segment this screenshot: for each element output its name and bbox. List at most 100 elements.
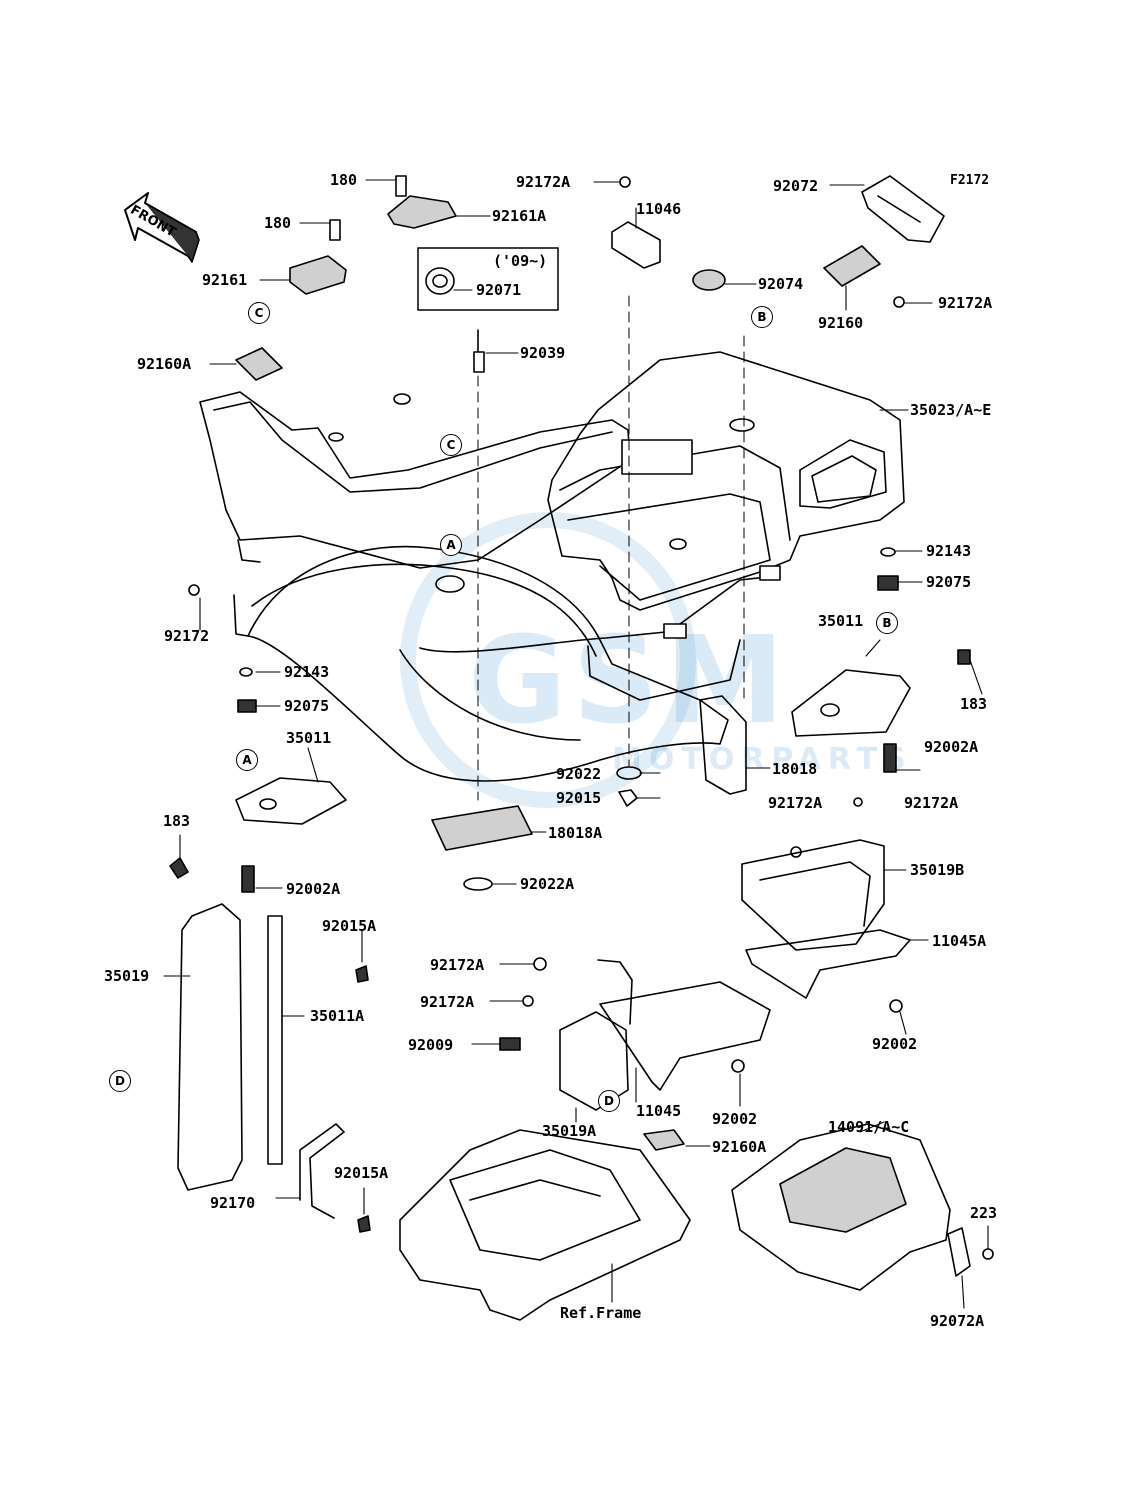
bolt-92172A-mid1 — [533, 957, 547, 971]
part-label-92015A-upper[interactable]: 92015A — [322, 917, 377, 935]
mudflap-35019 — [177, 903, 243, 1191]
part-label-92172A-r2[interactable]: 92172A — [904, 794, 959, 812]
bolt-92172A-right — [893, 296, 905, 308]
part-label-92009[interactable]: 92009 — [408, 1036, 454, 1054]
bracket-11046 — [611, 221, 661, 269]
part-label-11046[interactable]: 11046 — [636, 200, 682, 218]
bolt-92002-right — [889, 999, 903, 1013]
part-label-92160[interactable]: 92160 — [818, 314, 864, 332]
bolt-180-a — [395, 175, 407, 197]
marker-b-lower: B — [876, 612, 898, 634]
screw-223 — [982, 1248, 994, 1260]
bolt-92002-mid — [731, 1059, 745, 1073]
part-label-92002-right[interactable]: 92002 — [872, 1035, 918, 1053]
cap-92074 — [692, 269, 726, 291]
part-label-223[interactable]: 223 — [970, 1204, 998, 1222]
part-label-35011-right[interactable]: 35011 — [818, 612, 864, 630]
bracket-11045 — [599, 981, 771, 1091]
bolt-92172A-r2 — [853, 797, 863, 807]
part-label-92172A-mid2[interactable]: 92172A — [420, 993, 475, 1011]
part-label-35023[interactable]: 35023/A~E — [910, 401, 992, 419]
part-label-180-b[interactable]: 180 — [264, 214, 292, 232]
part-label-92015[interactable]: 92015 — [556, 789, 602, 807]
part-label-92172A-mid1[interactable]: 92172A — [430, 956, 485, 974]
part-label-92002-mid[interactable]: 92002 — [712, 1110, 758, 1128]
part-label-92172A-r1[interactable]: 92172A — [768, 794, 823, 812]
bracket-35011-right — [791, 669, 911, 737]
part-label-92172[interactable]: 92172 — [164, 627, 210, 645]
part-label-92039[interactable]: 92039 — [520, 344, 566, 362]
part-label-92072A[interactable]: 92072A — [930, 1312, 985, 1330]
marker-a-upper: A — [440, 534, 462, 556]
part-label-92143-left[interactable]: 92143 — [284, 663, 330, 681]
part-label-92170[interactable]: 92170 — [210, 1194, 256, 1212]
part-label-35011A[interactable]: 35011A — [310, 1007, 365, 1025]
bracket-35019A — [559, 1011, 629, 1111]
part-label-92072[interactable]: 92072 — [773, 177, 819, 195]
part-label-35011-left[interactable]: 35011 — [286, 729, 332, 747]
marker-c-upper: C — [248, 302, 270, 324]
bolt-180-b — [329, 219, 341, 241]
part-label-92022[interactable]: 92022 — [556, 765, 602, 783]
part-label-18018[interactable]: 18018 — [772, 760, 818, 778]
watermark-subtitle: MOTORPARTS — [612, 742, 913, 777]
part-label-11045A[interactable]: 11045A — [932, 932, 987, 950]
plate-18018A — [431, 805, 533, 851]
part-label-183-right[interactable]: 183 — [960, 695, 988, 713]
part-label-92161[interactable]: 92161 — [202, 271, 248, 289]
grommet-92143-left — [239, 667, 253, 677]
part-label-183-left[interactable]: 183 — [163, 812, 191, 830]
ref-frame — [399, 1129, 691, 1321]
part-label-92022A[interactable]: 92022A — [520, 875, 575, 893]
pad-92160A-lower — [643, 1129, 685, 1151]
part-label-92074[interactable]: 92074 — [758, 275, 804, 293]
bracket-35011-left — [235, 777, 347, 825]
bolt-183-left — [169, 857, 189, 879]
part-label-92172A-right[interactable]: 92172A — [938, 294, 993, 312]
marker-d-right: D — [598, 1090, 620, 1112]
bolt-92172 — [188, 584, 200, 596]
part-label-92160A-lower[interactable]: 92160A — [712, 1138, 767, 1156]
grommet-92143-right — [880, 547, 896, 557]
part-label-92160A-upper[interactable]: 92160A — [137, 355, 192, 373]
strip-35011A — [267, 915, 283, 1165]
part-label-92071[interactable]: 92071 — [476, 281, 522, 299]
marker-b-upper: B — [751, 306, 773, 328]
marker-d-left: D — [109, 1070, 131, 1092]
part-label-92075-right[interactable]: 92075 — [926, 573, 972, 591]
bracket-92161A — [387, 195, 457, 229]
nut-92015 — [618, 789, 638, 807]
bolt-92009 — [499, 1037, 521, 1051]
grommet-92075-left — [237, 699, 257, 713]
part-label-11045[interactable]: 11045 — [636, 1102, 682, 1120]
part-label-92002A-left[interactable]: 92002A — [286, 880, 341, 898]
year-note: ('09~) — [493, 252, 548, 270]
part-label-14091[interactable]: 14091/A~C — [828, 1118, 910, 1136]
part-label-92143-right[interactable]: 92143 — [926, 542, 972, 560]
cover-14091 — [731, 1123, 951, 1291]
leader-lines — [163, 179, 989, 1309]
part-label-92172A-top[interactable]: 92172A — [516, 173, 571, 191]
nut-92015A-upper — [355, 965, 369, 983]
part-label-18018A[interactable]: 18018A — [548, 824, 603, 842]
bolt-92002A-right — [883, 743, 897, 773]
part-label-35019B[interactable]: 35019B — [910, 861, 965, 879]
part-label-92002A-right[interactable]: 92002A — [924, 738, 979, 756]
part-label-35019[interactable]: 35019 — [104, 967, 150, 985]
part-label-92015A-lower[interactable]: 92015A — [334, 1164, 389, 1182]
strap-92072A — [947, 1227, 971, 1277]
watermark-circle-icon — [400, 512, 696, 808]
part-label-180-a[interactable]: 180 — [330, 171, 358, 189]
shield-35019B — [741, 839, 885, 951]
bracket-18018 — [699, 695, 747, 795]
wire-92170 — [299, 1123, 345, 1219]
bolt-92172A-top — [619, 176, 631, 188]
part-label-92075-left[interactable]: 92075 — [284, 697, 330, 715]
part-label-35019A[interactable]: 35019A — [542, 1122, 597, 1140]
bolt-92172A-mid2 — [522, 995, 534, 1007]
grommet-92071 — [425, 267, 455, 295]
year-note-box — [417, 247, 559, 311]
alignment-lines — [477, 295, 745, 801]
part-label-92161A[interactable]: 92161A — [492, 207, 547, 225]
